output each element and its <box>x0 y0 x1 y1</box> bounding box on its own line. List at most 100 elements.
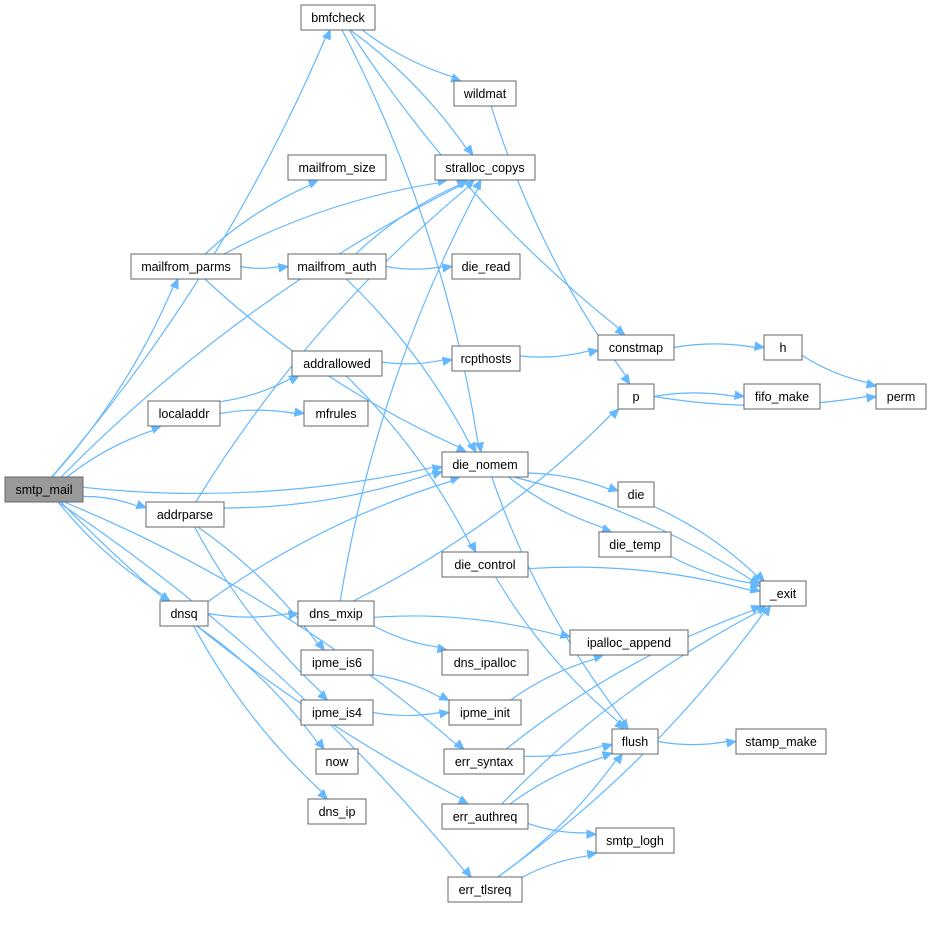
node-die_nomem[interactable]: die_nomem <box>441 451 529 478</box>
node-ipme_is6[interactable]: ipme_is6 <box>300 649 374 676</box>
node-die_temp[interactable]: die_temp <box>598 531 672 558</box>
node-box-die_control[interactable] <box>441 551 529 578</box>
node-box-dnsq[interactable] <box>159 600 209 627</box>
edge-dnsq-to-dns_mxip <box>207 612 290 618</box>
edge-die_nomem-to-die <box>527 472 610 490</box>
arrow-head-die_control-to-flush <box>614 719 626 730</box>
node-box-err_syntax[interactable] <box>443 748 525 775</box>
node-dns_mxip[interactable]: dns_mxip <box>297 600 375 627</box>
edge-smtp_mail-to-mailfrom_parms <box>51 286 174 478</box>
node-mailfrom_size[interactable]: mailfrom_size <box>287 154 387 181</box>
arrow-head-smtp_mail-to-bmfcheck <box>322 28 331 41</box>
node-box-fifo_make[interactable] <box>743 383 821 410</box>
node-box-rcpthosts[interactable] <box>451 345 521 372</box>
node-box-dns_ip[interactable] <box>307 798 367 825</box>
edges-layer <box>51 28 878 878</box>
node-rcpthosts[interactable]: rcpthosts <box>451 345 521 372</box>
node-ipme_is4[interactable]: ipme_is4 <box>300 699 374 726</box>
node-box-h[interactable] <box>763 334 803 361</box>
edge-bmfcheck-to-die_nomem <box>341 29 479 444</box>
node-box-err_tlsreq[interactable] <box>447 876 523 903</box>
node-box-smtp_logh[interactable] <box>595 827 675 854</box>
node-box-perm[interactable] <box>875 383 927 410</box>
node-addrallowed[interactable]: addrallowed <box>291 350 383 377</box>
node-dns_ip[interactable]: dns_ip <box>307 798 367 825</box>
node-dns_ipalloc[interactable]: dns_ipalloc <box>441 649 529 676</box>
node-box-stralloc_copys[interactable] <box>434 154 536 181</box>
node-box-wildmat[interactable] <box>453 80 517 107</box>
node-die_read[interactable]: die_read <box>451 253 521 280</box>
node-box-die[interactable] <box>617 481 655 508</box>
arrow-head-dnsq-to-now <box>314 738 325 750</box>
node-mfrules[interactable]: mfrules <box>303 400 369 427</box>
node-label-bmfcheck: bmfcheck <box>311 11 365 25</box>
node-label-mailfrom_size: mailfrom_size <box>298 161 375 175</box>
node-box-stamp_make[interactable] <box>735 728 827 755</box>
arrow-head-addrparse-to-die_nomem <box>431 470 444 480</box>
arrow-head-ipme_is4-to-ipme_init <box>438 709 451 719</box>
node-perm[interactable]: perm <box>875 383 927 410</box>
node-box-localaddr[interactable] <box>147 400 221 427</box>
arrow-head-p-to-perm <box>865 393 878 403</box>
node-box-bmfcheck[interactable] <box>300 4 376 31</box>
node-h[interactable]: h <box>763 334 803 361</box>
node-box-ipalloc_append[interactable] <box>569 629 689 656</box>
node-p[interactable]: p <box>617 383 655 410</box>
node-err_tlsreq[interactable]: err_tlsreq <box>447 876 523 903</box>
node-mailfrom_parms[interactable]: mailfrom_parms <box>130 253 242 280</box>
node-box-smtp_mail[interactable] <box>4 476 84 503</box>
node-box-now[interactable] <box>315 748 359 775</box>
edge-addrparse-to-ipme_is6 <box>197 526 319 645</box>
node-constmap[interactable]: constmap <box>597 334 675 361</box>
node-mailfrom_auth[interactable]: mailfrom_auth <box>287 253 387 280</box>
node-dnsq[interactable]: dnsq <box>159 600 209 627</box>
node-addrparse[interactable]: addrparse <box>145 501 225 528</box>
node-fifo_make[interactable]: fifo_make <box>743 383 821 410</box>
node-box-mailfrom_auth[interactable] <box>287 253 387 280</box>
node-ipalloc_append[interactable]: ipalloc_append <box>569 629 689 656</box>
node-stralloc_copys[interactable]: stralloc_copys <box>434 154 536 181</box>
node-die_control[interactable]: die_control <box>441 551 529 578</box>
node-box-p[interactable] <box>617 383 655 410</box>
node-_exit[interactable]: _exit <box>759 580 807 607</box>
node-box-dns_ipalloc[interactable] <box>441 649 529 676</box>
node-box-die_nomem[interactable] <box>441 451 529 478</box>
node-box-dns_mxip[interactable] <box>297 600 375 627</box>
arrow-head-mailfrom_parms-to-mailfrom_size <box>307 179 320 189</box>
node-bmfcheck[interactable]: bmfcheck <box>300 4 376 31</box>
arrow-head-die_nomem-to-flush <box>618 718 629 730</box>
node-box-ipme_is4[interactable] <box>300 699 374 726</box>
node-box-mailfrom_parms[interactable] <box>130 253 242 280</box>
arrow-head-rcpthosts-to-constmap <box>587 347 600 357</box>
node-now[interactable]: now <box>315 748 359 775</box>
edge-dns_mxip-to-p <box>353 413 612 602</box>
node-box-die_temp[interactable] <box>598 531 672 558</box>
node-box-addrparse[interactable] <box>145 501 225 528</box>
node-box-mailfrom_size[interactable] <box>287 154 387 181</box>
node-localaddr[interactable]: localaddr <box>147 400 221 427</box>
node-smtp_mail[interactable]: smtp_mail <box>4 476 84 503</box>
node-label-addrallowed: addrallowed <box>303 357 370 371</box>
node-box-mfrules[interactable] <box>303 400 369 427</box>
node-wildmat[interactable]: wildmat <box>453 80 517 107</box>
arrow-head-err_tlsreq-to-flush <box>612 753 624 765</box>
node-err_authreq[interactable]: err_authreq <box>441 803 529 830</box>
arrow-head-dnsq-to-dns_mxip <box>287 610 300 620</box>
node-flush[interactable]: flush <box>611 728 659 755</box>
edge-mailfrom_auth-to-stralloc_copys <box>355 184 460 255</box>
node-smtp_logh[interactable]: smtp_logh <box>595 827 675 854</box>
node-box-err_authreq[interactable] <box>441 803 529 830</box>
edge-addrparse-to-stralloc_copys <box>195 186 469 503</box>
node-box-die_read[interactable] <box>451 253 521 280</box>
node-box-_exit[interactable] <box>759 580 807 607</box>
node-box-ipme_init[interactable] <box>448 699 522 726</box>
node-ipme_init[interactable]: ipme_init <box>448 699 522 726</box>
node-die[interactable]: die <box>617 481 655 508</box>
node-stamp_make[interactable]: stamp_make <box>735 728 827 755</box>
node-box-ipme_is6[interactable] <box>300 649 374 676</box>
node-box-flush[interactable] <box>611 728 659 755</box>
node-box-addrallowed[interactable] <box>291 350 383 377</box>
node-err_syntax[interactable]: err_syntax <box>443 748 525 775</box>
node-box-constmap[interactable] <box>597 334 675 361</box>
